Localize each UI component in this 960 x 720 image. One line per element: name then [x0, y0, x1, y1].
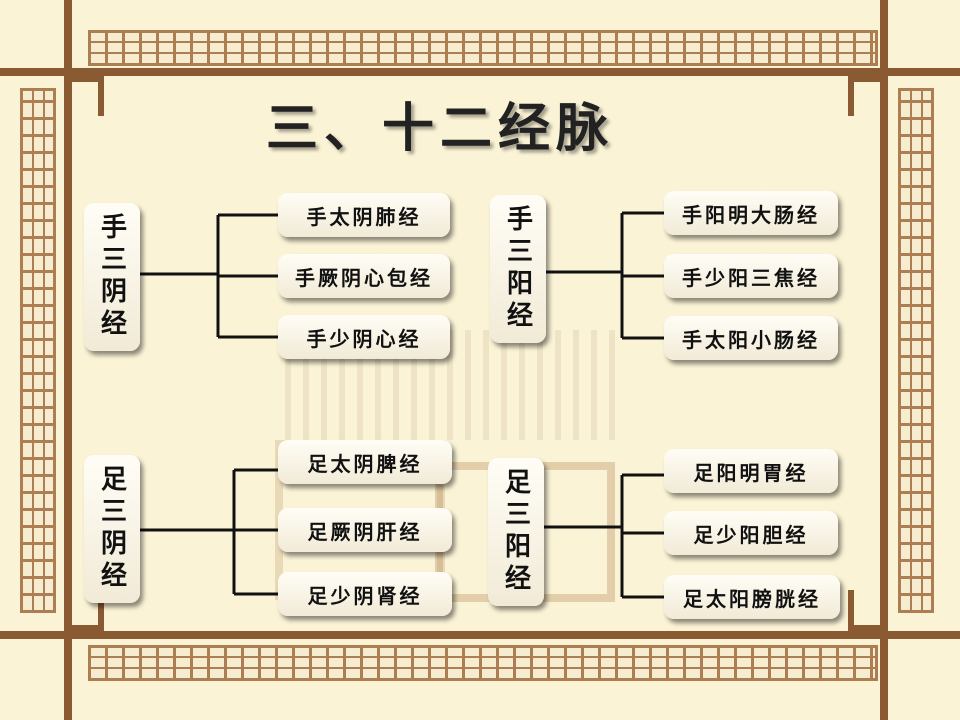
frame-bar-top: [0, 68, 960, 76]
frame-corner: [72, 625, 104, 631]
top-fret-border: [88, 30, 878, 66]
frame-bar-left: [64, 0, 72, 720]
frame-corner: [98, 590, 104, 630]
meridian-box: 足太阴脾经: [278, 440, 452, 484]
meridian-box: 足太阳膀胱经: [664, 575, 840, 619]
group-foot-three-yang: 足三阳经: [488, 458, 544, 606]
frame-corner: [72, 76, 104, 82]
meridian-box: 手少阳三焦经: [664, 254, 838, 298]
meridian-box: 手太阴肺经: [278, 193, 450, 237]
meridian-box: 足少阳胆经: [664, 511, 838, 555]
frame-bar-bottom: [0, 631, 960, 639]
frame-corner: [98, 76, 104, 116]
frame-corner: [848, 625, 880, 631]
frame-corner: [848, 76, 880, 82]
frame-corner: [848, 76, 854, 116]
meridian-box: 手厥阴心包经: [278, 254, 450, 298]
meridian-box: 足阳明胃经: [664, 449, 838, 493]
bottom-fret-border: [88, 645, 878, 681]
meridian-box: 手少阴心经: [278, 315, 450, 359]
left-fret-border: [20, 88, 56, 613]
meridian-box: 手阳明大肠经: [664, 191, 838, 235]
group-hand-three-yang: 手三阳经: [490, 195, 546, 343]
group-foot-three-yin: 足三阴经: [84, 455, 140, 603]
meridian-box: 手太阳小肠经: [664, 316, 838, 360]
right-fret-border: [898, 88, 934, 613]
frame-bar-right: [880, 0, 888, 720]
meridian-box: 足厥阴肝经: [278, 508, 452, 552]
frame-corner: [848, 590, 854, 630]
meridian-box: 足少阴肾经: [278, 572, 452, 616]
page-title: 三、十二经脉: [265, 97, 614, 159]
group-hand-three-yin: 手三阴经: [84, 203, 140, 351]
